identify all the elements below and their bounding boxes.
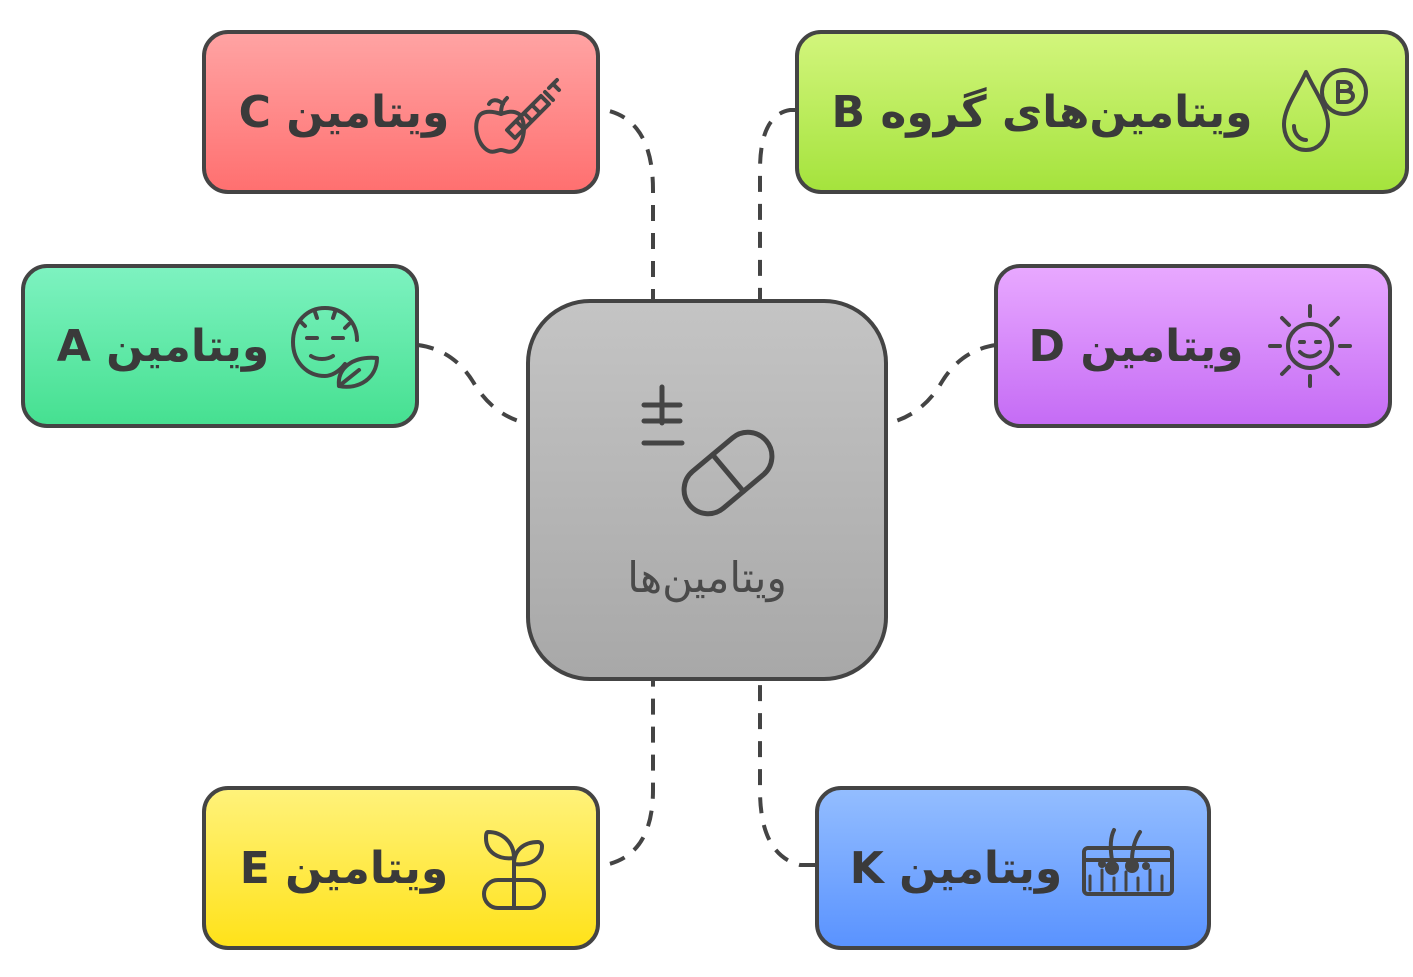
face-leaf-icon	[287, 298, 383, 394]
connector-c	[582, 108, 655, 299]
node-label: ویتامین K	[849, 842, 1063, 894]
node-vitamin-a[interactable]: ویتامین A	[21, 264, 419, 428]
node-vitamin-c[interactable]: ویتامین C	[202, 30, 600, 194]
node-label: ویتامین A	[56, 320, 270, 372]
center-label: ویتامین‌ها	[627, 552, 787, 602]
node-label: ویتامین C	[238, 86, 450, 138]
node-label: ویتامین E	[239, 842, 449, 894]
node-vitamin-d[interactable]: ویتامین D	[994, 264, 1392, 428]
connector-d	[865, 343, 997, 428]
center-node-vitamins[interactable]: ویتامین‌ها	[526, 299, 888, 681]
node-label: ویتامین D	[1028, 320, 1244, 372]
skin-layers-icon	[1080, 820, 1176, 916]
drop-b-icon	[1276, 64, 1372, 160]
syringe-apple-icon	[467, 64, 563, 160]
connector-b	[758, 108, 795, 299]
node-label: ویتامین‌های گروه B	[831, 86, 1253, 138]
pill-plus-minus-icon	[632, 379, 782, 533]
node-vitamin-b[interactable]: ویتامین‌های گروه B	[795, 30, 1409, 194]
connector-e	[582, 681, 655, 867]
sun-smile-icon	[1262, 298, 1358, 394]
node-vitamin-k[interactable]: ویتامین K	[815, 786, 1211, 950]
connector-k	[758, 681, 815, 867]
node-vitamin-e[interactable]: ویتامین E	[202, 786, 600, 950]
sprout-icon	[466, 820, 562, 916]
